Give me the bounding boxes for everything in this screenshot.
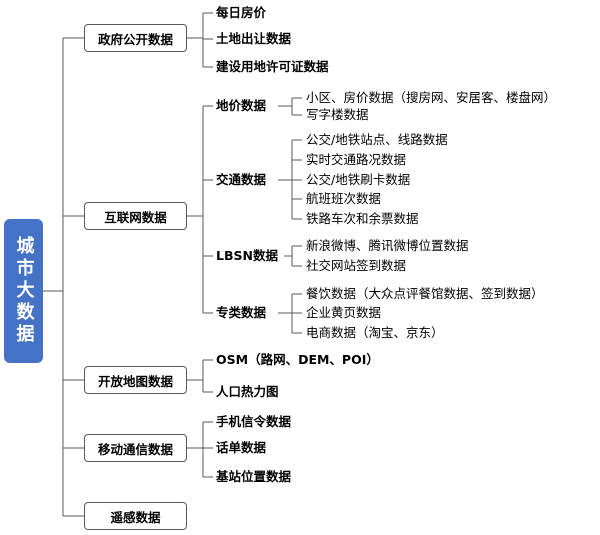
leaf-item: 基站位置数据 [216,469,292,484]
leaf-item: 公交/地铁站点、线路数据 [306,132,448,147]
leaf-item: 人口热力图 [216,384,279,399]
category-label: 移动通信数据 [97,441,173,457]
category-label: 互联网数据 [104,209,167,225]
leaf-item: 新浪微博、腾讯微博位置数据 [306,238,469,253]
leaf-item: 土地出让数据 [216,31,292,46]
leaf-item: OSM（路网、DEM、POI） [216,352,379,367]
category-open-map-data: 开放地图数据 [84,366,187,394]
leaf-item: 企业黄页数据 [306,305,382,320]
leaf-item: 公交/地铁刷卡数据 [306,172,411,187]
root-label: 城市大数据 [13,236,35,346]
leaf-item: 餐饮数据（大众点评餐馆数据、签到数据） [306,286,544,301]
category-government-open-data: 政府公开数据 [84,24,187,52]
leaf-item: 话单数据 [216,440,267,455]
category-mobile-communication-data: 移动通信数据 [84,434,187,462]
leaf-item: 社交网站签到数据 [306,258,407,273]
category-remote-sensing-data: 遥感数据 [84,502,187,530]
category-label: 政府公开数据 [97,31,173,47]
leaf-item: 每日房价 [216,5,267,20]
leaf-item: 铁路车次和余票数据 [306,211,419,226]
subgroup-label: 地价数据 [216,98,267,113]
category-label: 开放地图数据 [97,373,173,389]
leaf-item: 手机信令数据 [216,414,292,429]
leaf-item: 电商数据（淘宝、京东） [306,325,444,340]
leaf-item: 写字楼数据 [306,107,369,122]
subgroup-label: 专类数据 [216,305,267,320]
subgroup-label: LBSN数据 [216,248,278,263]
root-node: 城市大数据 [4,219,43,363]
category-label: 遥感数据 [110,509,161,525]
leaf-item: 建设用地许可证数据 [216,59,329,74]
subgroup-label: 交通数据 [216,172,267,187]
leaf-item: 实时交通路况数据 [306,152,407,167]
leaf-item: 小区、房价数据（搜房网、安居客、楼盘网） [306,90,557,105]
leaf-item: 航班班次数据 [306,191,382,206]
category-internet-data: 互联网数据 [84,202,187,230]
